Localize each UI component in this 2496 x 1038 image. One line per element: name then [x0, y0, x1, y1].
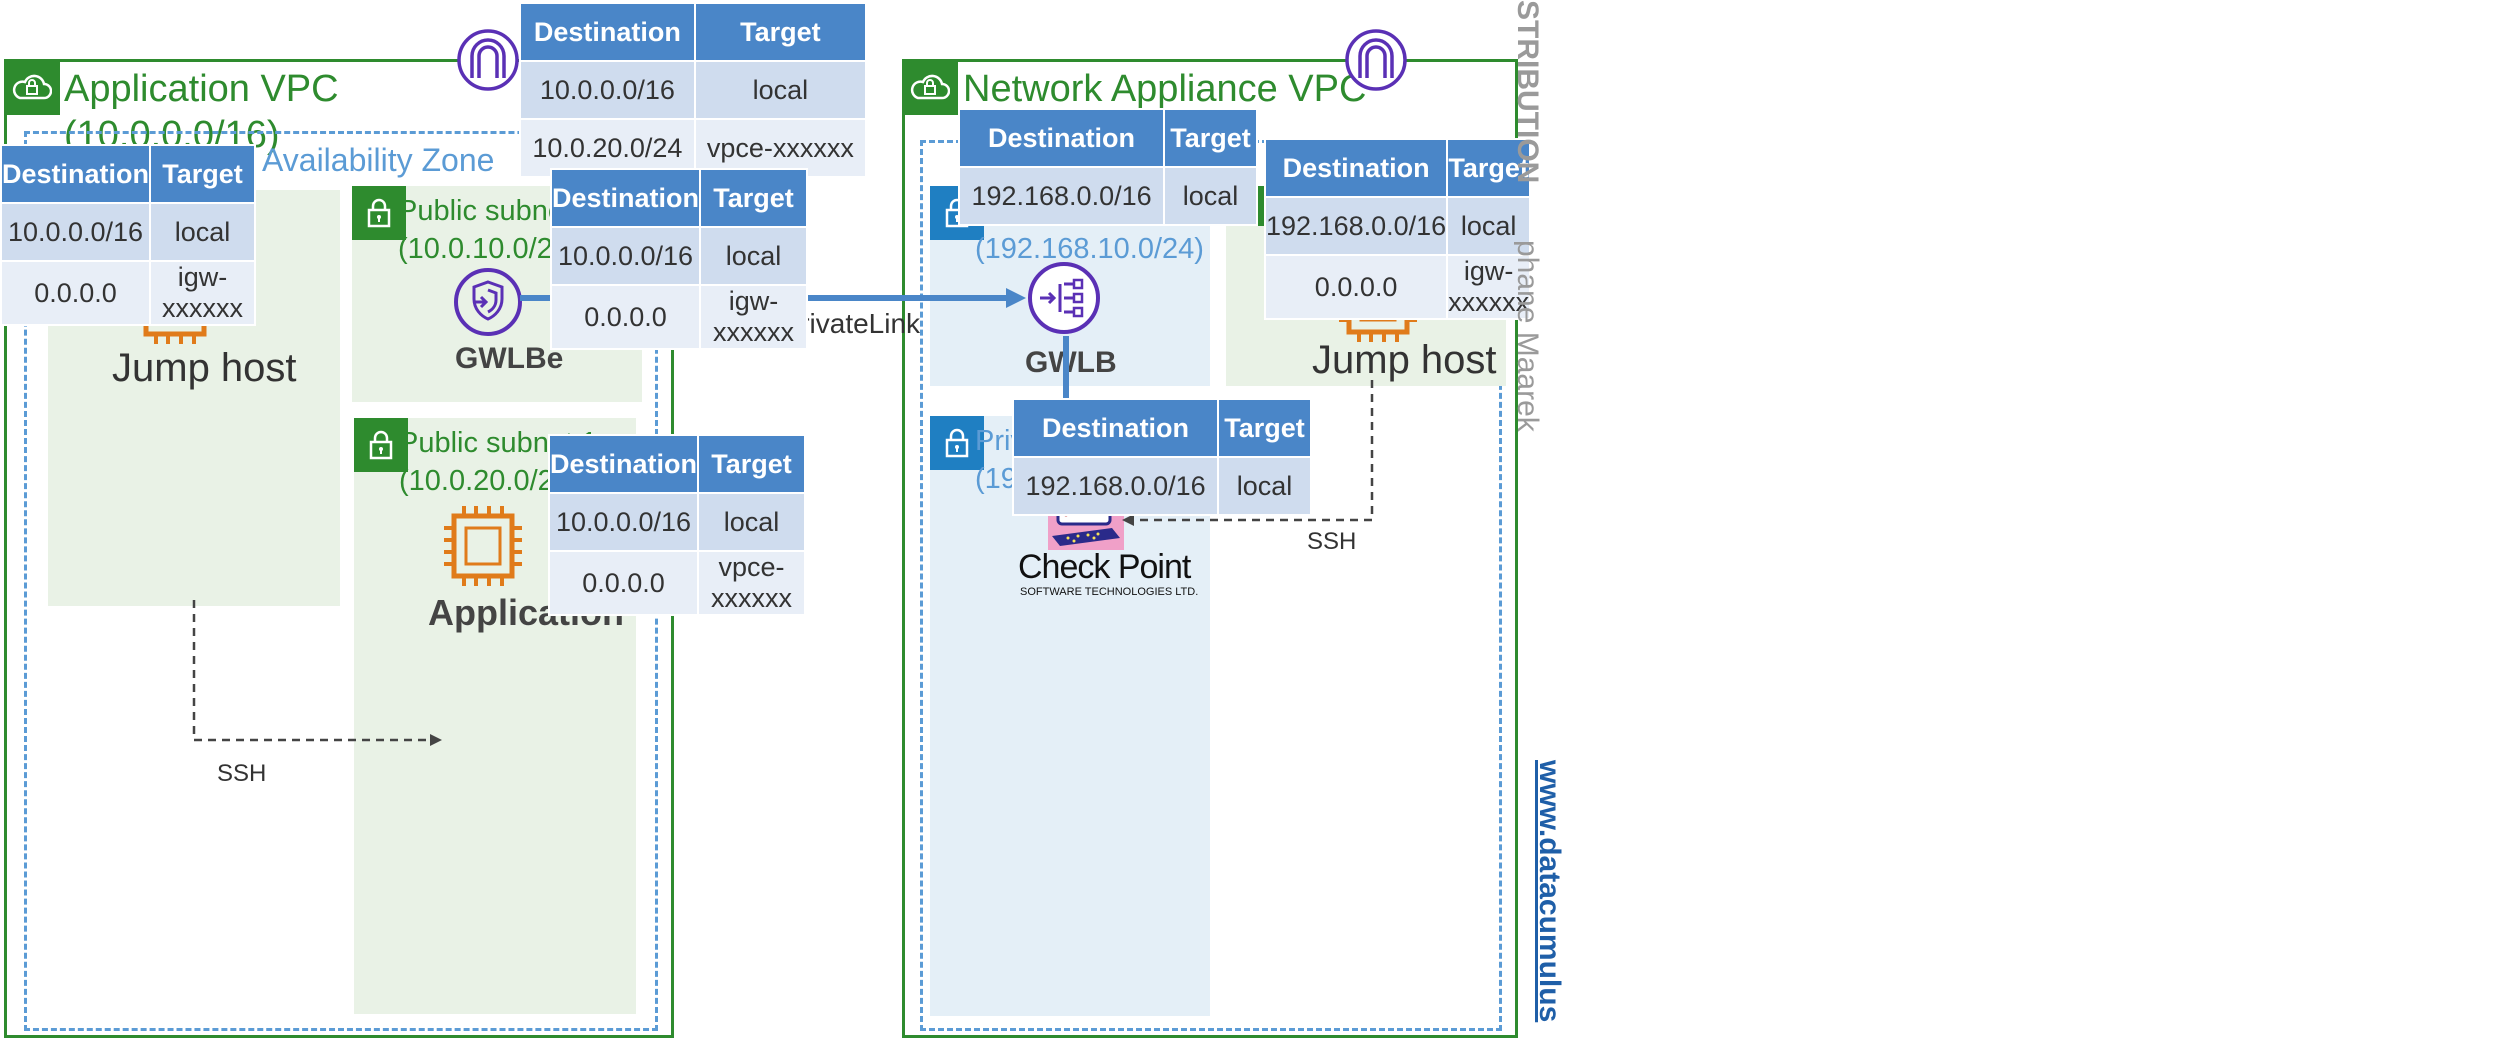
subnet-lock-icon [930, 416, 984, 470]
subnet-lock-icon [352, 186, 406, 240]
destination-header: Destination [1011, 398, 1220, 458]
internet-gateway-icon [1345, 29, 1407, 91]
route-destination: 192.168.0.0/16 [1011, 456, 1220, 516]
target-header: Target [1163, 108, 1258, 168]
route-target: igw-xxxxxx [1446, 254, 1532, 320]
route-destination: 0.0.0.0 [549, 284, 702, 350]
route-target: igw-xxxxxx [699, 284, 808, 350]
route-destination: 10.0.20.0/24 [519, 118, 696, 178]
target-header: Target [699, 168, 808, 228]
target-header: Target [697, 434, 806, 494]
gwlb-endpoint-icon [454, 268, 522, 336]
route-target: local [1217, 456, 1312, 516]
route-destination: 10.0.0.0/16 [0, 202, 152, 262]
ssh-label-app: SSH [217, 760, 267, 787]
ssh-connection-app [192, 600, 442, 746]
destination-header: Destination [519, 2, 696, 62]
route-destination: 0.0.0.0 [1263, 254, 1449, 320]
route-target: vpce-xxxxxx [697, 550, 806, 616]
route-target: local [1163, 166, 1258, 226]
destination-header: Destination [549, 168, 702, 228]
destination-header: Destination [547, 434, 700, 494]
route-destination: 10.0.0.0/16 [549, 226, 702, 286]
route-destination: 0.0.0.0 [547, 550, 700, 616]
route-target: igw-xxxxxx [149, 260, 256, 326]
ec2-instance-icon [444, 506, 522, 586]
ssh-label-network: SSH [1307, 528, 1357, 555]
gateway-load-balancer-icon [1028, 262, 1100, 334]
subnet-lock-icon [354, 418, 408, 472]
watermark-link[interactable]: www.datacumulus [1533, 760, 1566, 1023]
route-target: vpce-xxxxxx [693, 118, 868, 178]
check-point-name: Check Point [1018, 548, 1191, 586]
destination-header: Destination [0, 144, 152, 204]
jump-host-label: Jump host [112, 346, 297, 390]
target-header: Target [1217, 398, 1312, 458]
public-subnet-a-label: Public subnet 1 (10.0.10.0/24) [398, 195, 596, 265]
cloud-lock-icon [902, 59, 958, 115]
watermark-text-2: phane Maarek [1514, 240, 1544, 432]
route-target: local [693, 60, 868, 120]
route-target: local [697, 492, 806, 552]
route-destination: 0.0.0.0 [0, 260, 152, 326]
watermark-text-1: STRIBUTION [1514, 0, 1544, 184]
internet-gateway-icon [457, 29, 519, 91]
target-header: Target [693, 2, 868, 62]
route-target: local [149, 202, 256, 262]
gwlb-label: GWLB [1025, 346, 1117, 379]
watermark-strip: STRIBUTION phane Maarek www.datacumulus [1514, 0, 1570, 1038]
network-vpc-title: Network Appliance VPC [963, 68, 1367, 110]
route-target: local [699, 226, 808, 286]
target-header: Target [149, 144, 256, 204]
availability-zone-label: Availability Zone [262, 142, 495, 178]
destination-header: Destination [1263, 138, 1449, 198]
target-header: Target [1446, 138, 1532, 198]
network-jump-host-label: Jump host [1312, 338, 1497, 382]
route-destination: 10.0.0.0/16 [519, 60, 696, 120]
cloud-lock-icon [4, 59, 60, 115]
route-destination: 192.168.0.0/16 [957, 166, 1166, 226]
route-target: local [1446, 196, 1532, 256]
check-point-subtitle: SOFTWARE TECHNOLOGIES LTD. [1020, 586, 1199, 598]
subnet-lock-icon [930, 186, 984, 240]
route-destination: 10.0.0.0/16 [547, 492, 700, 552]
ssh-connection-network [1122, 380, 1374, 526]
gwlbe-label: GWLBe [455, 342, 564, 375]
destination-header: Destination [957, 108, 1166, 168]
route-destination: 192.168.0.0/16 [1263, 196, 1449, 256]
